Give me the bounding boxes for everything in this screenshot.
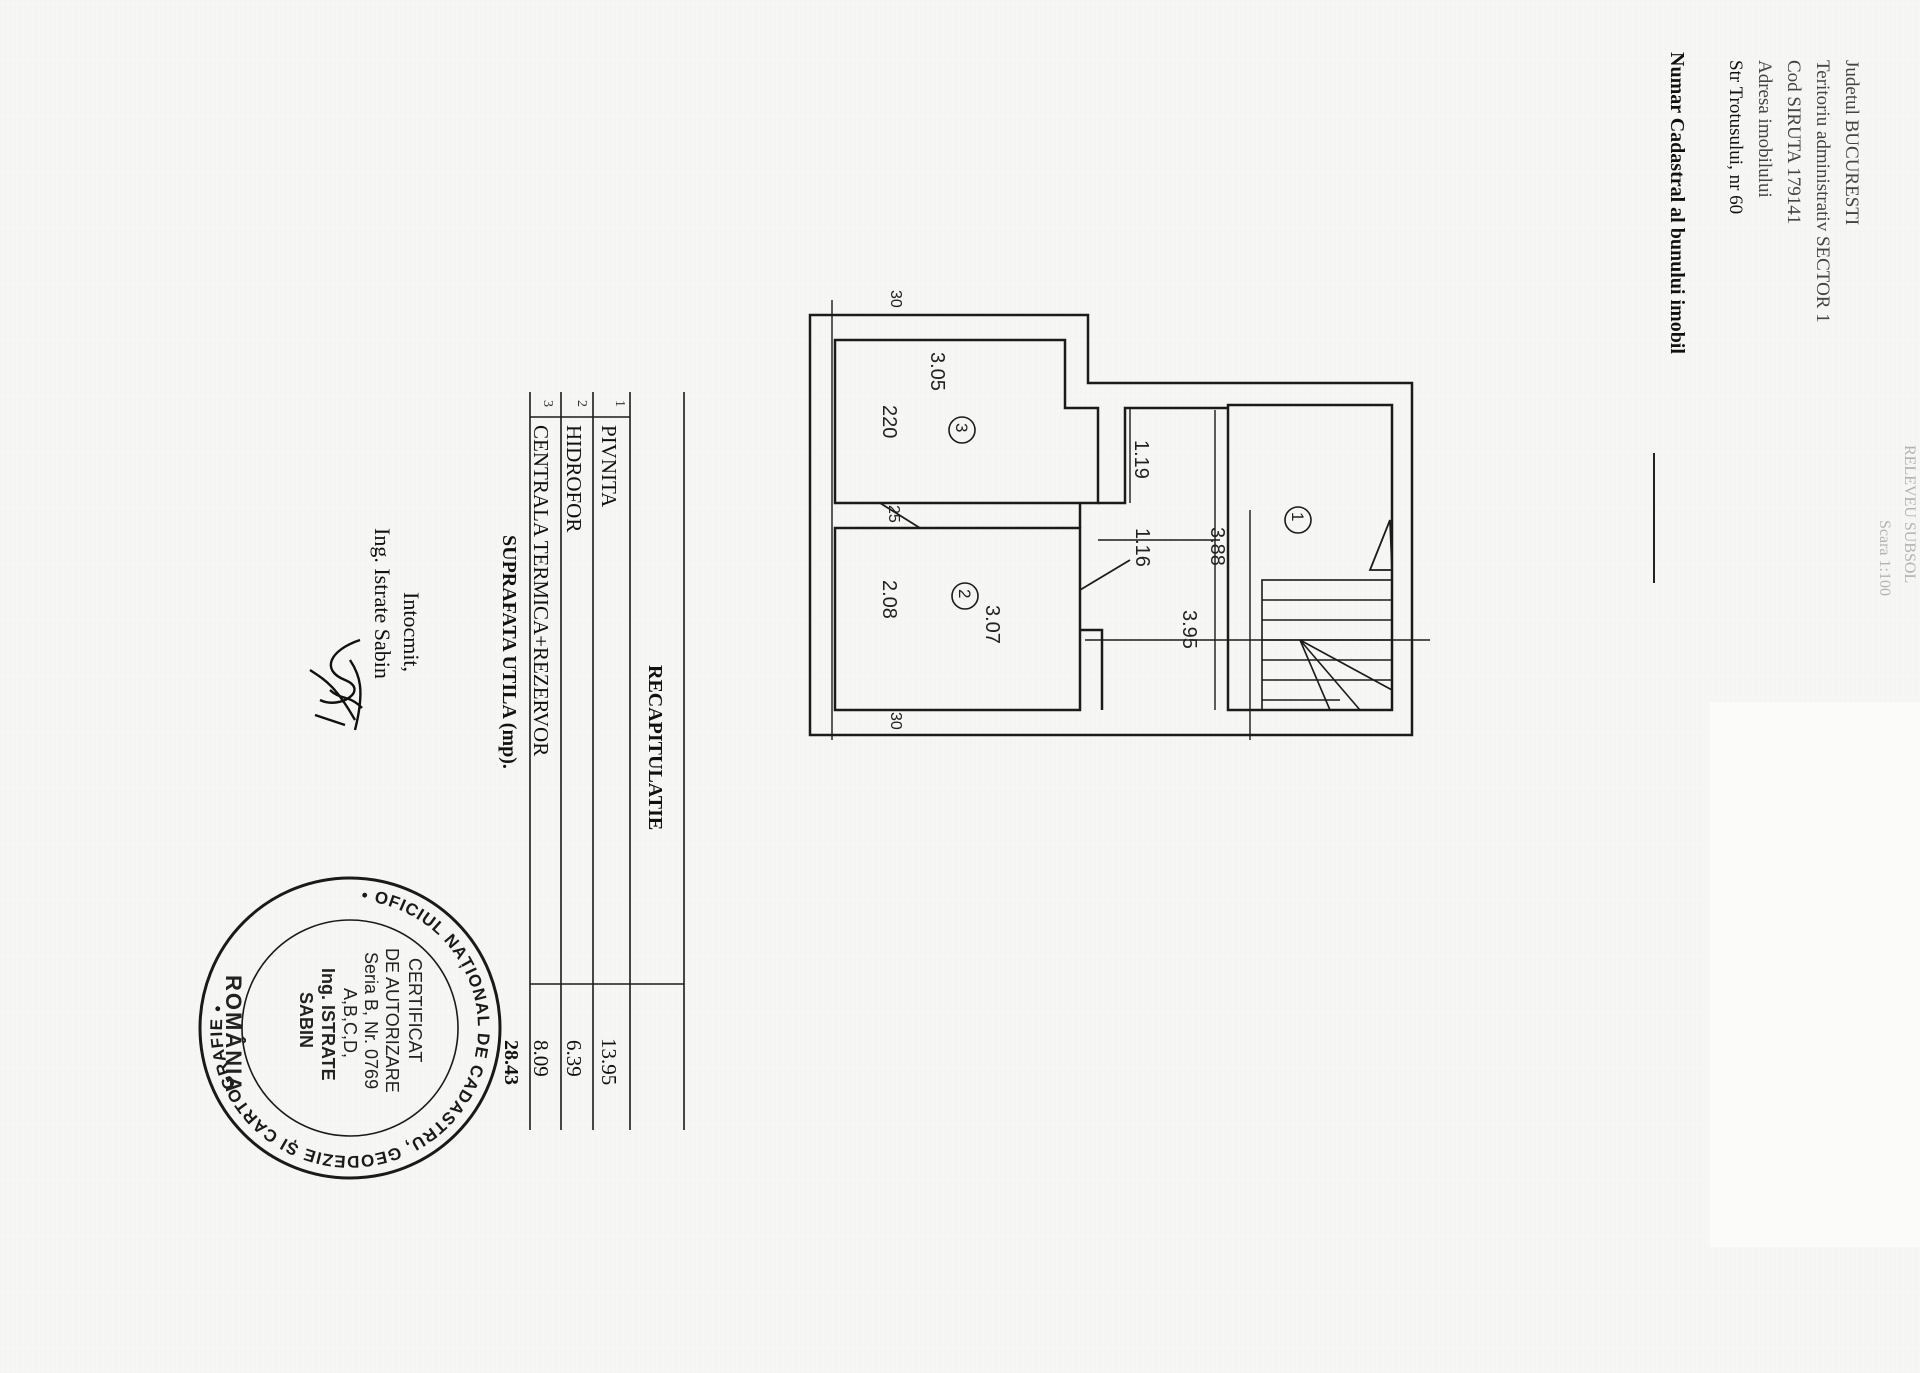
stamp-line3: Seria B, Nr. 0769 [361, 952, 381, 1090]
signature [309, 638, 363, 731]
row1-name: PIVNITA [597, 425, 621, 508]
dim-corridor-width: 1.16 [1131, 528, 1153, 567]
blank-patch [1710, 702, 1920, 1247]
dim-room2-depth: 2.08 [878, 580, 900, 619]
room-2-marker [951, 582, 979, 610]
dim-top-wall-left: 30 [887, 290, 904, 308]
header-cod-siruta: Cod SIRUTA 179141 [1783, 60, 1804, 225]
floor-plan [808, 300, 1430, 740]
table-rules [529, 392, 685, 1130]
scale-title-faint: RELEVEU SUBSOL [1901, 445, 1918, 584]
corridor-wall-upper [1098, 406, 1228, 505]
row3-area: 8.09 [529, 1040, 553, 1077]
dim-partition: 25 [885, 505, 902, 523]
table-title: RECAPITULATIE [644, 665, 666, 831]
outer-wall [808, 313, 1414, 737]
header-judet: Judetul BUCURESTI [1841, 60, 1862, 226]
row1-nr: 1 [612, 400, 627, 407]
row2-area: 6.39 [562, 1040, 586, 1077]
stamp-line4: A,B,C,D, [340, 988, 360, 1059]
dim-room1-width: 3.95 [1178, 610, 1200, 649]
row2-nr: 2 [574, 400, 589, 407]
header-adresa: Str Trotusului, nr 60 [1725, 60, 1746, 215]
room-2-wall [833, 526, 1082, 712]
room-1-marker [1284, 506, 1312, 534]
scale-faint: Scara 1:100 [1876, 520, 1893, 596]
row1-area: 13.95 [597, 1038, 621, 1086]
stamp-line2: DE AUTORIZARE [382, 948, 402, 1093]
row2-name: HIDROFOR [562, 425, 586, 533]
dim-niche-depth: 1.19 [1130, 440, 1152, 479]
stairs [1261, 579, 1393, 711]
dim-room3-depth: 220 [878, 405, 900, 439]
header-numar-cadastral: Numar Cadastral al bunului imobil [1666, 52, 1688, 354]
room-1-number: 1 [1288, 512, 1307, 522]
dim-room2-width: 3.07 [981, 605, 1003, 644]
summary-table [516, 392, 686, 1132]
dimension-lines [831, 300, 1430, 740]
stamp-line5: Ing. ISTRATE [318, 968, 338, 1081]
room-3-wall [833, 338, 1100, 505]
room-markers [948, 416, 1312, 610]
room-3-marker [948, 416, 976, 444]
stamp-line6: SABIN [296, 992, 316, 1049]
corridor-wall-lower [1080, 628, 1104, 710]
numar-cadastral-line [1653, 453, 1655, 583]
stamp-bottom-text: ROMÂNIA [221, 975, 246, 1095]
door-swings [879, 502, 1393, 591]
dim-top-wall-right: 30 [887, 712, 904, 730]
room-3-number: 3 [952, 423, 971, 433]
dim-room3-width: 3.05 [926, 352, 948, 391]
total-label: SUPRAFATA UTILA (mp). [498, 535, 520, 769]
room-2-number: 2 [955, 589, 974, 599]
dim-room1-depth: 3.88 [1206, 527, 1228, 566]
author-label: Intocmit, [399, 592, 424, 673]
official-stamp: • OFICIUL NAȚIONAL DE CADASTRU, GEODEZIE… [195, 873, 505, 1183]
stamp-line1: CERTIFICAT [405, 958, 425, 1063]
header-teritoriu: Teritoriu administrativ SECTOR 1 [1812, 60, 1833, 323]
row3-nr: 3 [540, 400, 555, 407]
row3-name: CENTRALA TERMICA+REZERVOR [529, 425, 553, 757]
header-adresa-label: Adresa imobilului [1754, 60, 1775, 198]
